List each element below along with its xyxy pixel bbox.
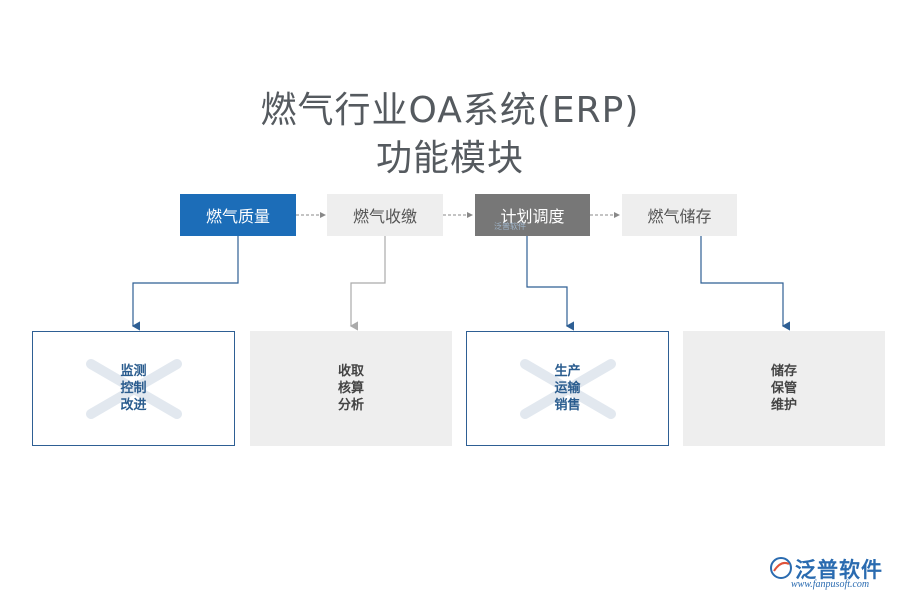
module-box-storage: 储存 保管 维护	[683, 331, 885, 446]
logo-icon	[770, 557, 792, 579]
box-line: 维护	[770, 398, 797, 413]
box-line: 分析	[337, 398, 364, 413]
watermark-icon	[519, 358, 616, 419]
box-line: 运输	[554, 381, 581, 396]
box-line: 控制	[120, 381, 147, 396]
logo-url: www.fanpusoft.com	[791, 579, 870, 590]
tab-gas-storage[interactable]: 燃气储存	[622, 194, 737, 236]
tab-label: 计划调度	[500, 207, 565, 226]
logo-brand-text: 泛普软件	[795, 558, 883, 582]
box-line: 核算	[337, 381, 364, 396]
watermark-icon	[85, 358, 182, 419]
tab-gas-collection[interactable]: 燃气收缴	[327, 194, 443, 236]
elbow-connector-2	[349, 236, 386, 331]
tab-gas-quality[interactable]: 燃气质量	[180, 194, 296, 236]
elbow-connector-1	[131, 236, 239, 331]
box-line: 保管	[770, 381, 797, 396]
box-line: 生产	[554, 364, 581, 379]
watermark-small: 泛普软件	[494, 222, 526, 231]
tab-plan-dispatch[interactable]: 计划调度	[475, 194, 590, 236]
module-box-collection: 收取 核算 分析	[250, 331, 452, 446]
tab-label: 燃气收缴	[352, 207, 417, 226]
elbow-connector-3	[526, 236, 575, 331]
box-line: 储存	[770, 364, 797, 379]
page-subtitle: 功能模块	[375, 138, 524, 179]
tab-label: 燃气质量	[205, 207, 270, 226]
box-line: 改进	[120, 398, 147, 413]
tab-label: 燃气储存	[647, 207, 712, 226]
module-box-quality: 监测 控制 改进	[32, 331, 235, 446]
box-line: 收取	[337, 364, 364, 379]
brand-logo: 泛普软件 www.fanpusoft.com	[765, 552, 895, 592]
page-title: 燃气行业OA系统(ERP)	[260, 90, 640, 131]
box-line: 销售	[554, 398, 581, 413]
box-line: 监测	[120, 364, 147, 379]
module-box-dispatch: 生产 运输 销售	[466, 331, 669, 446]
elbow-connector-4	[700, 236, 791, 331]
